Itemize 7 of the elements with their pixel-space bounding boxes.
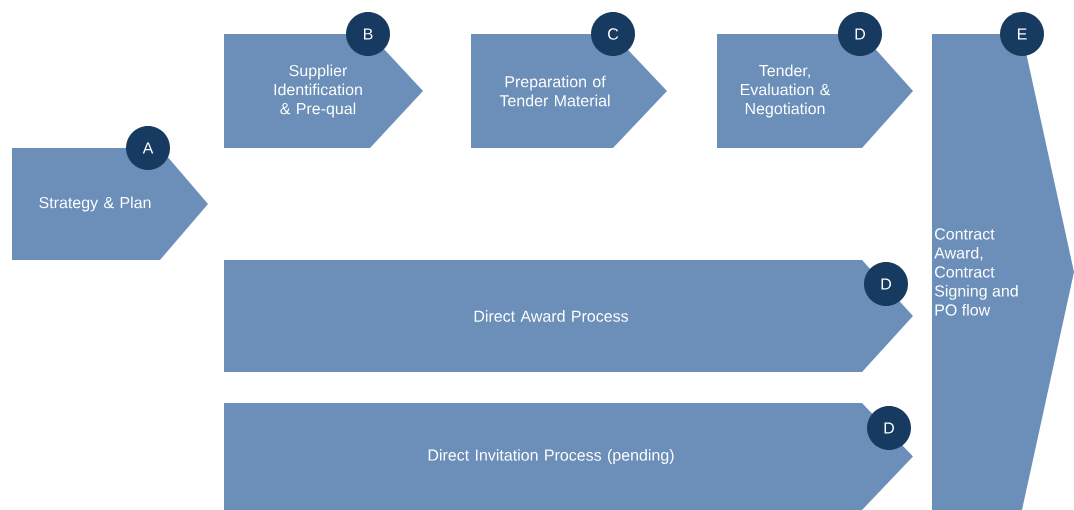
letter-badge: D <box>838 12 882 56</box>
letter-badge: D <box>864 262 908 306</box>
letter-badge: A <box>126 126 170 170</box>
letter-badge: C <box>591 12 635 56</box>
letter-badge: D <box>867 406 911 450</box>
letter-badge: E <box>1000 12 1044 56</box>
letter-badge: B <box>346 12 390 56</box>
